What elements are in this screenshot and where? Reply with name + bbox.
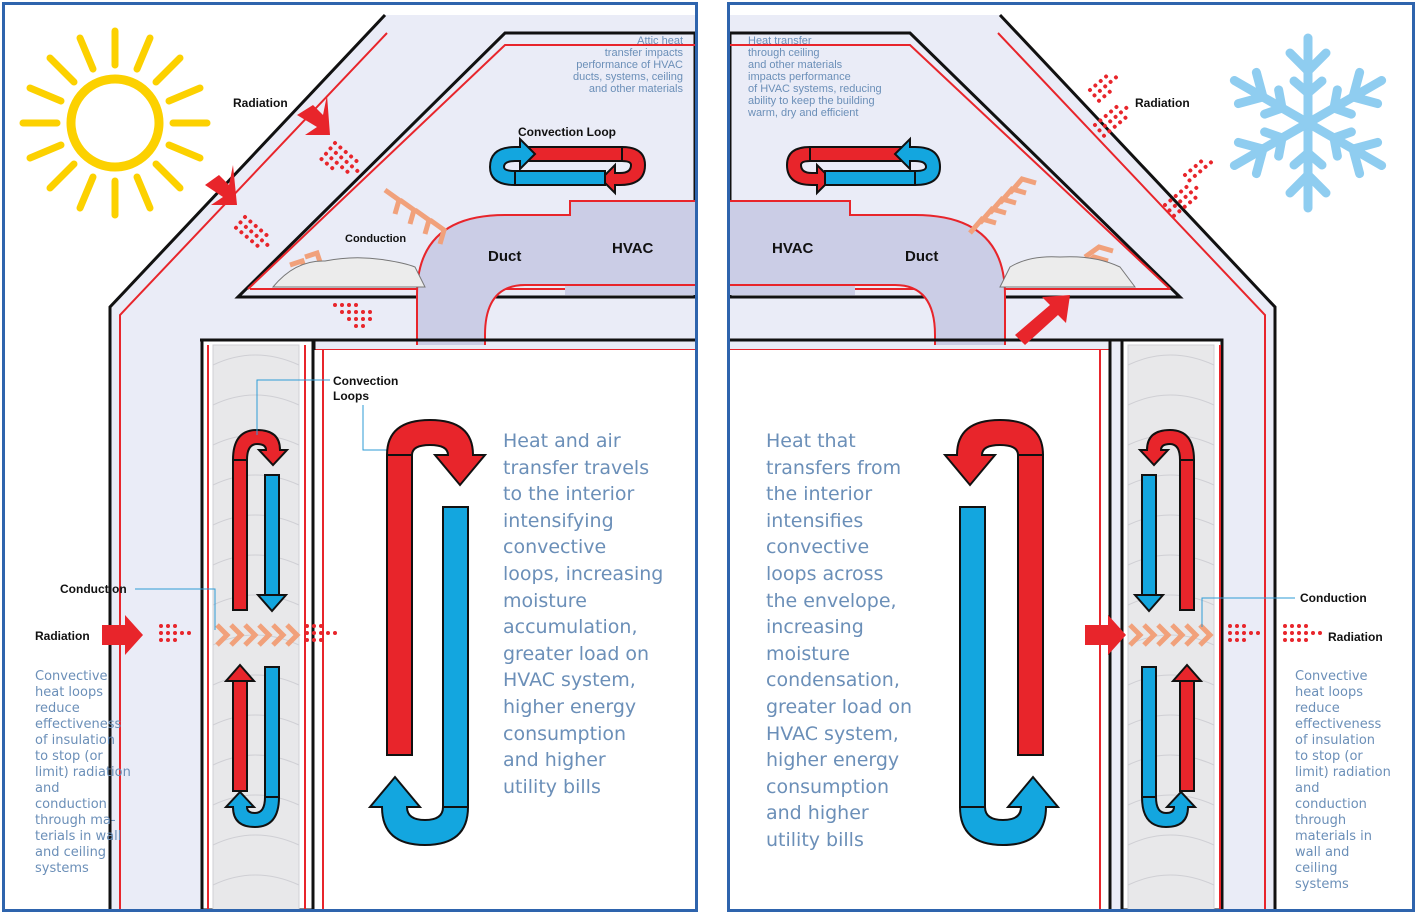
summer-panel: Radiation Attic heat transfer impacts pe… [2,2,698,912]
hvac-label: HVAC [612,240,654,257]
attic-insulation [271,257,426,288]
radiation-dots [1088,74,1213,218]
wall-conduction-chevrons [215,623,301,647]
conduction-wall-label: Conduction [1300,591,1367,605]
wall-heat-arrow [1085,615,1126,655]
conduction-wall-label: Conduction [60,582,127,596]
attic-note: Attic heat transfer impacts performance … [572,35,683,95]
duct-label: Duct [488,248,522,265]
wall-conduction-chevrons [1128,623,1214,647]
hvac-label: HVAC [772,240,814,257]
main-description: Heat that transfers from the interior in… [766,430,913,851]
conduction-attic-label: Conduction [345,233,407,245]
convection-loops-label: Convection Loops [333,374,399,403]
callout-leader [1201,597,1295,627]
attic-convection-loop [785,136,942,196]
winter-house-diagram [730,13,1387,909]
convection-loop-label: Convection Loop [518,125,616,139]
main-description: Heat and air transfer travels to the int… [503,430,664,798]
wall-radiation-dots [1228,624,1322,642]
wall-convection-loops [223,428,290,829]
wall-radiation-dots [159,624,337,642]
attic-note: Heat transfer through ceiling and other … [748,35,882,119]
radiation-arrow [205,165,237,205]
summer-house-diagram [19,13,695,909]
attic-insulation [999,256,1136,288]
radiation-arrow [297,95,330,135]
snowflake-icon [1229,33,1387,213]
radiation-wall-label: Radiation [1328,630,1383,644]
sun-icon [19,27,211,219]
duct-label: Duct [905,248,939,265]
radiation-roof-label: Radiation [1135,96,1190,110]
attic-convection-loop [488,136,647,196]
ceiling-heat-arrow [1015,295,1070,345]
interior-convection-loop [942,418,1061,847]
wall-convection-loops [1132,428,1204,829]
wall-radiation-arrow [102,615,143,655]
interior-convection-loop [367,418,488,847]
side-note: Convective heat loops reduce effectivene… [35,669,131,876]
side-note: Convective heat loops reduce effectivene… [1295,669,1391,892]
winter-panel: Heat transfer through ceiling and other … [727,2,1415,912]
radiation-wall-label: Radiation [35,629,90,643]
radiation-roof-label: Radiation [233,96,288,110]
radiation-dots [234,141,372,328]
